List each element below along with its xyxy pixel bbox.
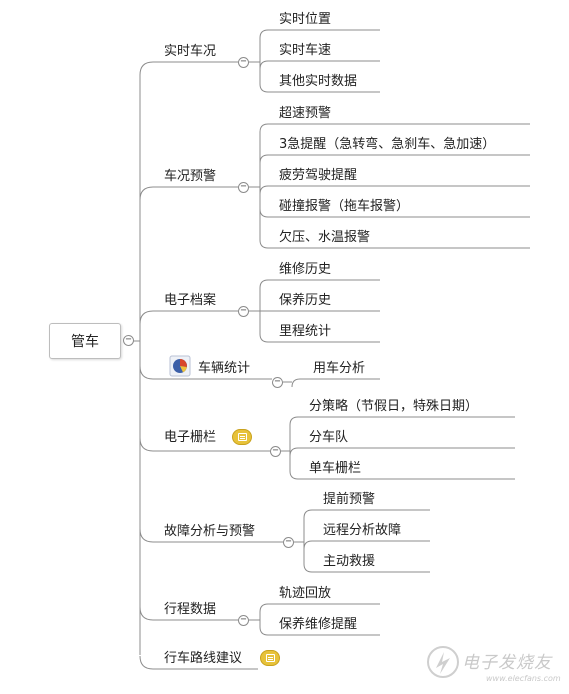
leaf-collision-alarm[interactable]: 碰撞报警（拖车报警） — [279, 199, 410, 214]
leaf-underline — [291, 378, 380, 388]
leaf-underline — [259, 239, 530, 249]
leaf-remote-fault-analysis[interactable]: 远程分析故障 — [323, 523, 402, 538]
branch-vehicle-statistics-collapse[interactable]: − — [272, 377, 283, 388]
root-collapse-toggle[interactable]: − — [123, 335, 134, 346]
leaf-voltage-temperature-alarm[interactable]: 欠压、水温报警 — [279, 230, 371, 245]
leaf-realtime-location[interactable]: 实时位置 — [279, 12, 332, 27]
branch-connector — [139, 61, 238, 76]
leaf-underline — [259, 83, 380, 93]
branch-route-suggestion[interactable]: 行车路线建议 — [164, 651, 243, 666]
leaf-service-history[interactable]: 保养历史 — [279, 293, 332, 308]
leaf-underline — [259, 333, 380, 343]
branch-fault-analysis-collapse[interactable]: − — [283, 537, 294, 548]
leaf-underline — [259, 279, 380, 289]
leaf-underline — [259, 154, 530, 164]
branch-fault-analysis[interactable]: 故障分析与预警 — [164, 524, 256, 539]
branch-geofence-collapse[interactable]: − — [270, 446, 281, 457]
leaf-single-vehicle-fence[interactable]: 单车栅栏 — [309, 461, 362, 476]
leaf-fence-by-strategy[interactable]: 分策略（节假日，特殊日期） — [309, 399, 479, 414]
leaf-underline — [259, 123, 530, 133]
branch-connector — [139, 186, 238, 201]
leaf-three-harsh-alerts[interactable]: 3急提醒（急转弯、急刹车、急加速） — [279, 137, 496, 152]
leaf-fatigue-driving-alert[interactable]: 疲劳驾驶提醒 — [279, 168, 358, 183]
pie-chart-icon — [169, 355, 191, 377]
leaf-maintenance-reminder[interactable]: 保养维修提醒 — [279, 617, 358, 632]
branch-realtime-status[interactable]: 实时车况 — [164, 44, 217, 59]
leaf-maintenance-history[interactable]: 维修历史 — [279, 262, 332, 277]
leaf-underline — [303, 509, 430, 519]
leaf-early-warning[interactable]: 提前预警 — [323, 492, 376, 507]
watermark-url: www.elecfans.com — [486, 674, 561, 683]
branch-geofence[interactable]: 电子栅栏 — [164, 430, 217, 445]
branch-trip-data-collapse[interactable]: − — [238, 615, 249, 626]
watermark: 电子发烧友 www.elecfans.com — [426, 640, 566, 692]
branch-connector — [139, 437, 270, 452]
leaf-proactive-rescue[interactable]: 主动救援 — [323, 554, 376, 569]
leaf-underline — [259, 208, 530, 218]
leaf-underline — [259, 603, 380, 613]
branch-connector — [139, 365, 272, 380]
branch-status-warning[interactable]: 车况预警 — [164, 169, 217, 184]
leaf-underline — [259, 60, 380, 70]
branch-connector — [139, 528, 283, 543]
leaf-underline — [259, 626, 380, 636]
root-node[interactable]: 管车 — [49, 323, 121, 359]
leaf-realtime-speed[interactable]: 实时车速 — [279, 43, 332, 58]
watermark-text: 电子发烧友 — [462, 653, 552, 673]
elecfans-logo-icon — [427, 646, 459, 678]
leaf-fence-by-fleet[interactable]: 分车队 — [309, 430, 349, 445]
branch-connector — [139, 310, 238, 325]
branch-electronic-records[interactable]: 电子档案 — [164, 293, 217, 308]
leaf-track-playback[interactable]: 轨迹回放 — [279, 586, 332, 601]
branch-realtime-status-collapse[interactable]: − — [238, 57, 249, 68]
note-icon[interactable] — [260, 650, 280, 666]
leaf-underline — [289, 447, 515, 457]
branch-connector — [139, 655, 258, 670]
leaf-overspeed-warning[interactable]: 超速预警 — [279, 106, 332, 121]
leaf-mileage-statistics[interactable]: 里程统计 — [279, 324, 332, 339]
leaf-underline — [303, 563, 430, 573]
branch-connector — [139, 606, 238, 621]
leaf-underline — [289, 470, 515, 480]
branch-trip-data[interactable]: 行程数据 — [164, 602, 217, 617]
leaf-vehicle-usage-analysis[interactable]: 用车分析 — [313, 361, 366, 376]
root-label: 管车 — [71, 334, 99, 350]
leaf-underline — [303, 540, 430, 550]
leaf-underline — [259, 29, 380, 39]
leaf-underline — [259, 185, 530, 195]
branch-electronic-records-collapse[interactable]: − — [238, 306, 249, 317]
note-icon[interactable] — [232, 429, 252, 445]
branch-vehicle-statistics[interactable]: 车辆统计 — [198, 361, 251, 376]
leaf-other-realtime-data[interactable]: 其他实时数据 — [279, 74, 358, 89]
leaf-underline — [289, 416, 515, 426]
branch-status-warning-collapse[interactable]: − — [238, 182, 249, 193]
